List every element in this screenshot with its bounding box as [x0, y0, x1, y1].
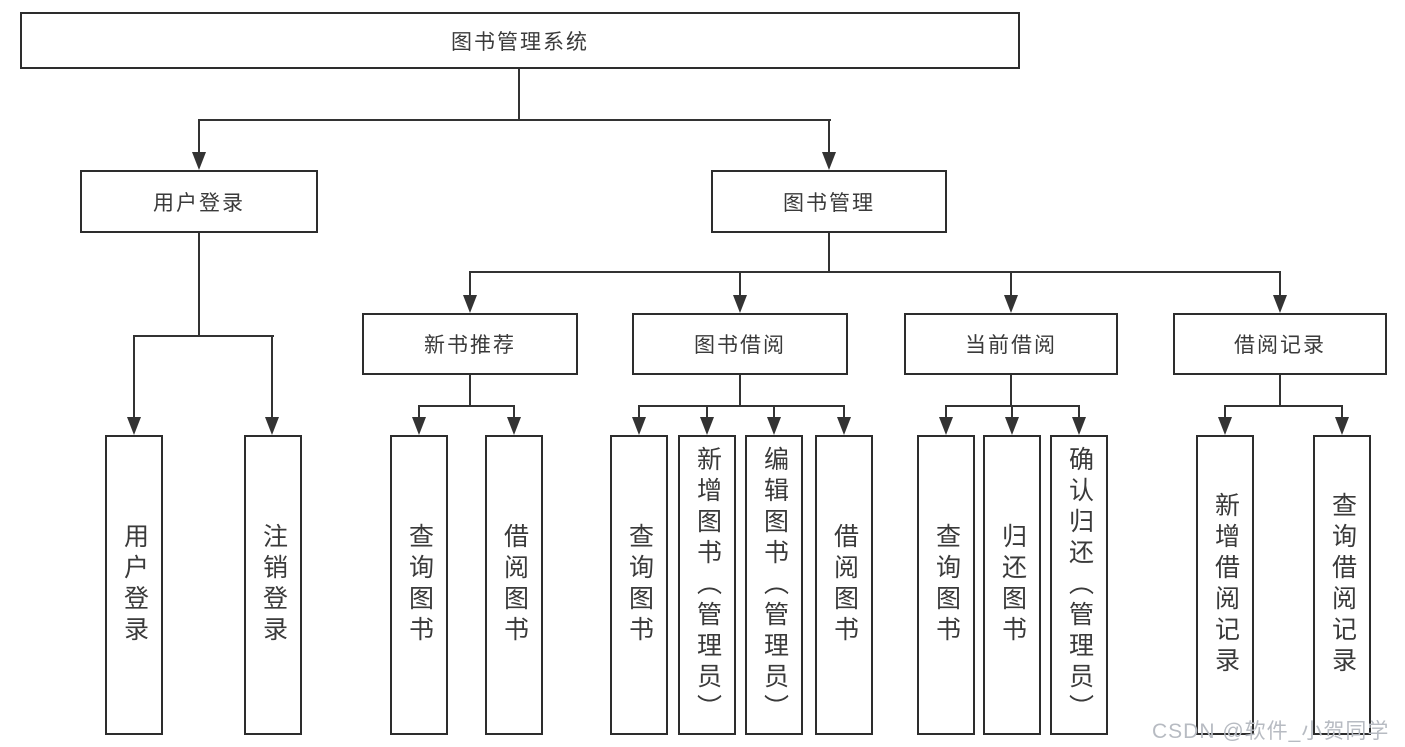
connector-drop-leaf-8 [945, 405, 947, 417]
connector-drop-borrow-records [1279, 271, 1281, 295]
node-book-borrow: 图书借阅 [632, 313, 848, 375]
leaf-confirm-return-admin-label: 确认归还（管理员） [1065, 445, 1094, 725]
node-new-book-recommend: 新书推荐 [362, 313, 578, 375]
leaf-query-books-current: 查询图书 [917, 435, 975, 735]
connector-drop-leaf-10 [1078, 405, 1080, 417]
leaf-logout: 注销登录 [244, 435, 302, 735]
node-library-system-label: 图书管理系统 [451, 30, 589, 54]
connector-drop-new-book [469, 271, 471, 295]
node-borrow-records: 借阅记录 [1173, 313, 1387, 375]
connector-drop-leaf-7 [843, 405, 845, 417]
node-book-management: 图书管理 [711, 170, 947, 233]
connector-drop-book-management [828, 119, 830, 152]
node-book-borrow-label: 图书借阅 [694, 334, 786, 357]
leaf-logout-label: 注销登录 [259, 523, 288, 647]
connector-book-management-stem [828, 233, 830, 273]
arrowhead-leaf-4 [632, 417, 646, 435]
arrowhead-leaf-12 [1335, 417, 1349, 435]
connector-drop-leaf-2 [418, 405, 420, 417]
connector-drop-user-login [198, 119, 200, 152]
arrowhead-leaf-11 [1218, 417, 1232, 435]
leaf-query-books-borrow-label: 查询图书 [625, 523, 654, 647]
connector-current-borrow-stem [1010, 375, 1012, 407]
leaf-borrow-books-recommend-label: 借阅图书 [500, 523, 529, 647]
node-user-login-label: 用户登录 [153, 191, 245, 215]
arrowhead-leaf-7 [837, 417, 851, 435]
connector-drop-leaf-3 [513, 405, 515, 417]
leaf-return-books: 归还图书 [983, 435, 1041, 735]
connector-user-login-rail [133, 335, 274, 337]
connector-drop-leaf-4 [638, 405, 640, 417]
node-library-system: 图书管理系统 [20, 12, 1020, 69]
leaf-borrow-books: 借阅图书 [815, 435, 873, 735]
connector-root-rail [198, 119, 831, 121]
connector-borrow-records-rail [1224, 405, 1343, 407]
connector-drop-leaf-logout [271, 335, 273, 417]
leaf-add-borrow-record: 新增借阅记录 [1196, 435, 1254, 735]
arrowhead-leaf-3 [507, 417, 521, 435]
leaf-query-borrow-record: 查询借阅记录 [1313, 435, 1371, 735]
node-book-management-label: 图书管理 [783, 191, 875, 215]
connector-new-book-rail [418, 405, 515, 407]
arrowhead-new-book [463, 295, 477, 313]
connector-drop-leaf-login [133, 335, 135, 417]
connector-drop-current-borrow [1010, 271, 1012, 295]
connector-user-login-stem [198, 233, 200, 337]
connector-drop-leaf-12 [1341, 405, 1343, 417]
arrowhead-leaf-6 [767, 417, 781, 435]
node-current-borrow: 当前借阅 [904, 313, 1118, 375]
leaf-borrow-books-label: 借阅图书 [830, 523, 859, 647]
arrowhead-leaf-logout [265, 417, 279, 435]
leaf-add-books-admin-label: 新增图书（管理员） [693, 445, 722, 725]
connector-root-stem [518, 69, 520, 120]
node-borrow-records-label: 借阅记录 [1234, 334, 1326, 357]
connector-book-borrow-rail [638, 405, 845, 407]
node-current-borrow-label: 当前借阅 [965, 334, 1057, 357]
leaf-edit-books-admin-label: 编辑图书（管理员） [760, 445, 789, 725]
arrowhead-leaf-9 [1005, 417, 1019, 435]
leaf-confirm-return-admin: 确认归还（管理员） [1050, 435, 1108, 735]
connector-drop-leaf-11 [1224, 405, 1226, 417]
arrowhead-book-management [822, 152, 836, 170]
arrowhead-leaf-login [127, 417, 141, 435]
leaf-query-borrow-record-label: 查询借阅记录 [1328, 492, 1357, 678]
arrowhead-user-login [192, 152, 206, 170]
connector-drop-book-borrow [739, 271, 741, 295]
connector-drop-leaf-6 [773, 405, 775, 417]
arrowhead-current-borrow [1004, 295, 1018, 313]
node-user-login: 用户登录 [80, 170, 318, 233]
arrowhead-leaf-8 [939, 417, 953, 435]
leaf-add-borrow-record-label: 新增借阅记录 [1211, 492, 1240, 678]
leaf-add-books-admin: 新增图书（管理员） [678, 435, 736, 735]
connector-new-book-stem [469, 375, 471, 407]
connector-book-management-rail [469, 271, 1281, 273]
leaf-user-login: 用户登录 [105, 435, 163, 735]
leaf-edit-books-admin: 编辑图书（管理员） [745, 435, 803, 735]
connector-book-borrow-stem [739, 375, 741, 407]
leaf-return-books-label: 归还图书 [998, 523, 1027, 647]
connector-borrow-records-stem [1279, 375, 1281, 407]
leaf-query-books-recommend-label: 查询图书 [405, 523, 434, 647]
node-new-book-recommend-label: 新书推荐 [424, 334, 516, 357]
connector-drop-leaf-5 [706, 405, 708, 417]
leaf-user-login-label: 用户登录 [120, 523, 149, 647]
leaf-query-books-borrow: 查询图书 [610, 435, 668, 735]
arrowhead-book-borrow [733, 295, 747, 313]
arrowhead-leaf-10 [1072, 417, 1086, 435]
arrowhead-leaf-2 [412, 417, 426, 435]
arrowhead-borrow-records [1273, 295, 1287, 313]
leaf-query-books-recommend: 查询图书 [390, 435, 448, 735]
csdn-watermark: CSDN @软件_小贺同学 [1152, 720, 1390, 743]
leaf-borrow-books-recommend: 借阅图书 [485, 435, 543, 735]
arrowhead-leaf-5 [700, 417, 714, 435]
leaf-query-books-current-label: 查询图书 [932, 523, 961, 647]
connector-drop-leaf-9 [1011, 405, 1013, 417]
